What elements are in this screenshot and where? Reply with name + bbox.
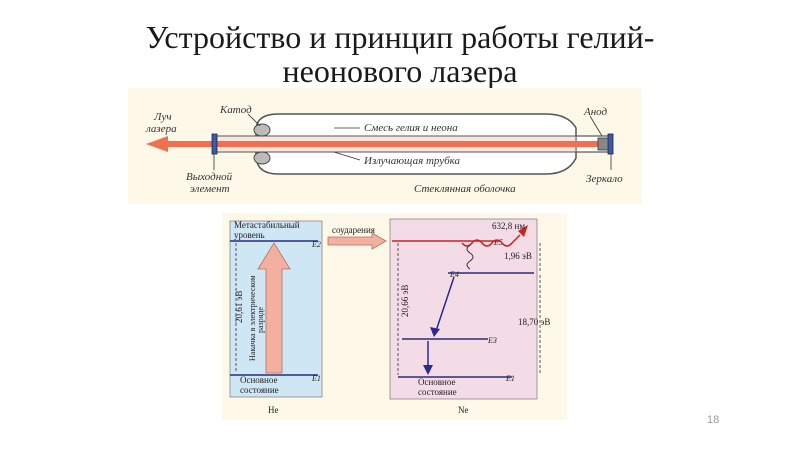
he-element-label: He	[268, 405, 279, 415]
beam-inside	[214, 141, 608, 147]
anode-label: Анод	[583, 106, 608, 118]
slide-title-line-2: неонового лазера	[282, 53, 518, 89]
ne-column	[389, 218, 538, 400]
energy-levels-svg: E2 E1 Метастабильный уровень 20,61 эВ На…	[229, 218, 550, 415]
relax-wave	[466, 244, 474, 270]
ne-e5-label: E5	[493, 238, 503, 247]
beam-label-2: лазера	[145, 123, 177, 135]
laser-device-diagram: Луч лазера Катод Смесь гелия и неона Изл…	[128, 88, 642, 204]
gap-lower-label: 18,70 эВ	[518, 317, 550, 327]
ground-he-label-1: Основное	[240, 375, 277, 385]
he-e2-label: E2	[311, 240, 321, 249]
ne-energy-label: 20,66 эВ	[400, 285, 410, 317]
anode-leader	[589, 115, 603, 137]
pump-label-1: Накачка в электрическом	[248, 275, 257, 361]
ne-e1-label: E1	[505, 374, 515, 383]
cathode-label: Катод	[219, 104, 252, 116]
metastable-label-2: уровень	[234, 230, 265, 240]
output-element	[211, 133, 218, 155]
laser-device-svg: Луч лазера Катод Смесь гелия и неона Изл…	[145, 104, 623, 195]
slide-title-line-1: Устройство и принцип работы гелий-	[145, 19, 655, 55]
beam-outside	[166, 141, 216, 147]
wavelength-label: 632,8 нм	[492, 221, 525, 231]
he-energy-label: 20,61 эВ	[234, 291, 244, 323]
anode-contact	[597, 137, 609, 151]
beam-arrowhead	[146, 136, 168, 152]
pump-label-2: разряде	[256, 307, 265, 333]
output-label-1: Выходной	[186, 171, 233, 183]
shell-label: Стеклянная оболочка	[414, 183, 516, 195]
ne-e3-label: E3	[487, 336, 497, 345]
tube-leader	[333, 151, 361, 161]
beam-label-1: Луч	[153, 111, 172, 123]
ground-ne-label-1: Основное	[418, 377, 455, 387]
cathode-leader	[247, 113, 261, 127]
collisions-label: соударения	[332, 225, 375, 235]
pump-arrow	[257, 242, 291, 374]
gas-label: Смесь гелия и неона	[364, 122, 458, 134]
ground-he-label-2: состояние	[240, 385, 279, 395]
ground-ne-label-2: состояние	[418, 387, 457, 397]
metastable-label-1: Метастабильный	[234, 220, 300, 230]
collisions-arrow	[327, 232, 387, 250]
mirror	[607, 133, 614, 155]
tube-label: Излучающая трубка	[363, 155, 461, 167]
output-label-2: элемент	[190, 183, 230, 195]
cathode-top	[253, 123, 271, 137]
ne-e4-label: E4	[449, 270, 459, 279]
mirror-label: Зеркало	[586, 173, 623, 185]
transition-e4-e3-head	[430, 327, 440, 337]
energy-levels-diagram: E2 E1 Метастабильный уровень 20,61 эВ На…	[222, 213, 567, 420]
emission-arrowhead	[518, 225, 528, 237]
emission-wave	[461, 234, 521, 247]
slide-number: 18	[707, 414, 720, 426]
transition-e3-e1-head	[423, 365, 433, 375]
cathode-bottom	[253, 151, 271, 165]
he-e1-label: E1	[311, 374, 321, 383]
transition-e4-e3	[435, 276, 455, 332]
gap-upper-label: 1,96 эВ	[504, 251, 532, 261]
ne-element-label: Ne	[458, 405, 469, 415]
